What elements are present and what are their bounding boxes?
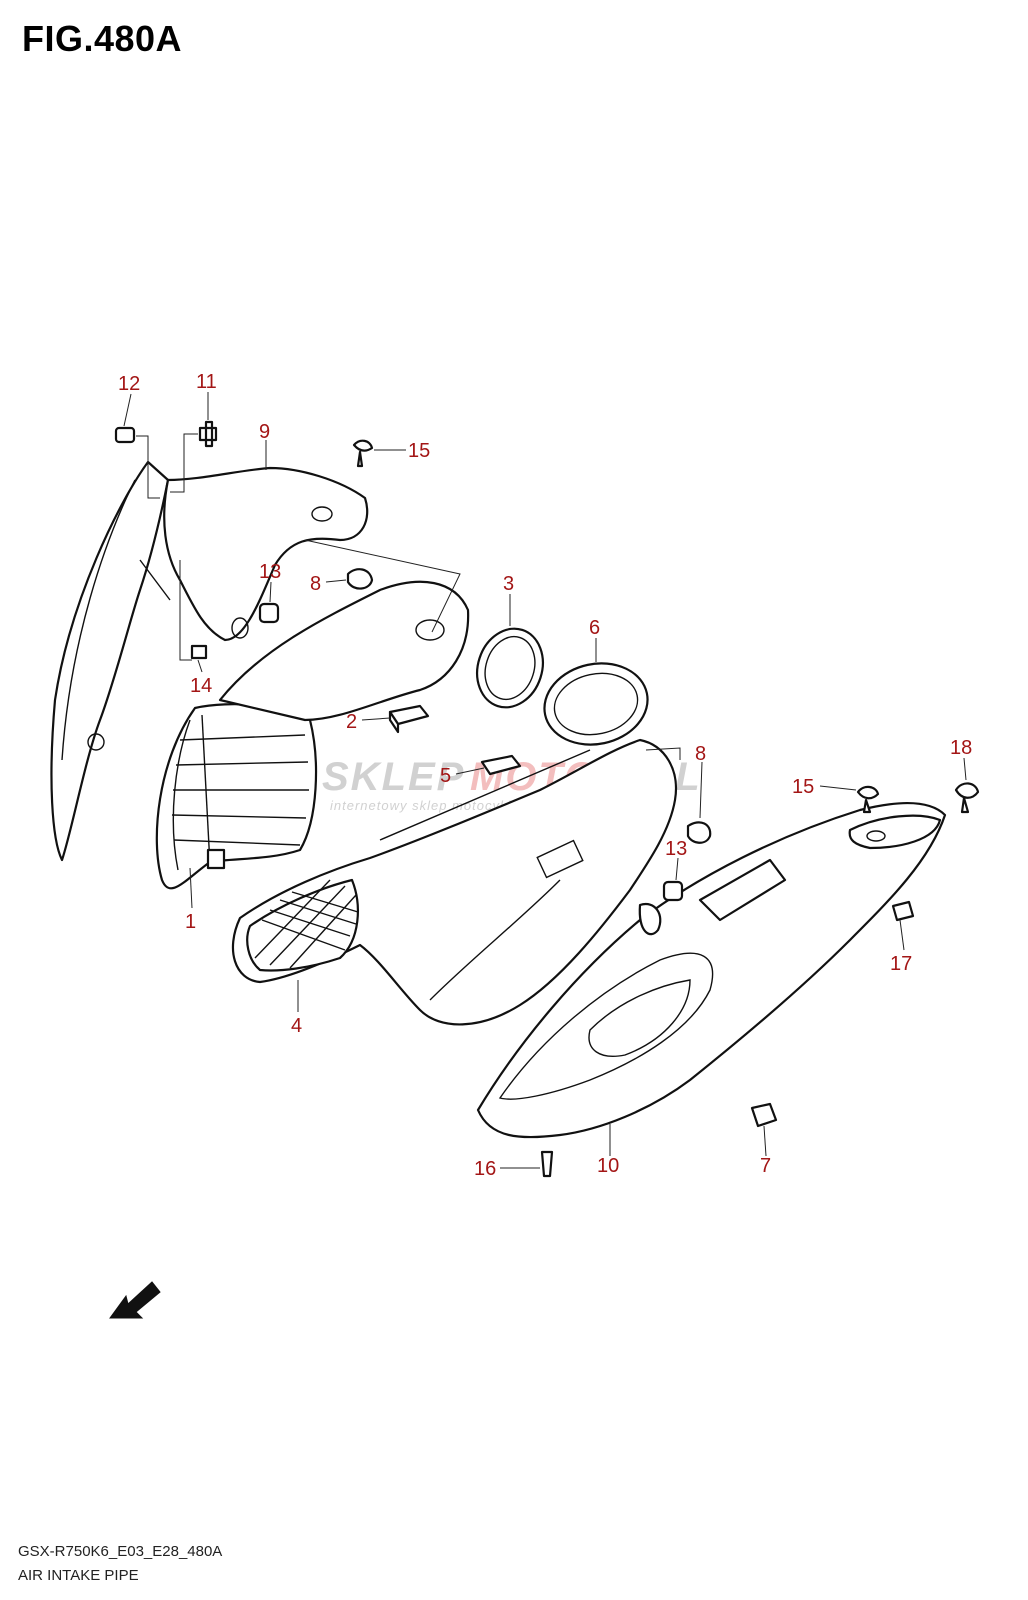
part-17-clip (891, 900, 915, 922)
callout-15-upper: 15 (408, 440, 430, 462)
part-10-side-cover (476, 802, 947, 1139)
callout-17: 17 (890, 953, 912, 975)
figure-title: FIG.480A (22, 18, 183, 59)
part-3-ring-seal (476, 627, 544, 709)
part-15-screw-lower (856, 785, 880, 814)
callout-13-upper: 13 (259, 561, 281, 583)
part-12-grommet (114, 426, 136, 444)
callout-1: 1 (185, 911, 196, 933)
callout-leaders (123, 392, 967, 1169)
part-13-cushion-lower (662, 880, 684, 902)
callout-3: 3 (503, 573, 514, 595)
fasteners (114, 420, 980, 1178)
callout-18: 18 (950, 737, 972, 759)
callout-16: 16 (474, 1158, 496, 1180)
watermark-brand-1: SKLEP (322, 755, 465, 799)
direction-arrow-icon (109, 1281, 161, 1319)
part-5-pad (480, 754, 522, 776)
callout-labels: 12 11 9 15 13 8 3 6 14 2 5 8 18 15 1 13 … (118, 371, 972, 1180)
callout-12: 12 (118, 373, 140, 395)
callout-13-lower: 13 (665, 838, 687, 860)
callout-6: 6 (589, 617, 600, 639)
callout-11: 11 (196, 371, 217, 393)
callout-7: 7 (760, 1155, 771, 1177)
part-9-air-duct-upper (50, 460, 369, 862)
reference-lines (136, 433, 681, 760)
watermark-tagline: internetowy sklep motocyklowy (330, 798, 538, 813)
part-16-screw (540, 1150, 554, 1178)
callout-8-lower: 8 (695, 743, 706, 765)
part-15-screw-upper (352, 439, 374, 468)
part-4-lower-duct (218, 580, 678, 1026)
callout-10: 10 (597, 1155, 619, 1177)
callout-14: 14 (190, 675, 212, 697)
figure-caption: AIR INTAKE PIPE (18, 1567, 139, 1584)
part-8-grommet-lower (686, 821, 712, 844)
part-6-oval-seal (543, 662, 649, 746)
callout-4: 4 (291, 1015, 302, 1037)
part-11-bolt (198, 420, 218, 448)
part-8-grommet-upper (346, 568, 374, 590)
callout-9: 9 (259, 421, 270, 443)
callout-5: 5 (440, 765, 451, 787)
part-14-nut (190, 644, 208, 660)
part-13-cushion-upper (258, 602, 280, 624)
part-7-clip (750, 1102, 778, 1128)
part-18-bolt (954, 782, 980, 814)
part-1-intake-grille (155, 703, 318, 890)
callout-15-lower: 15 (792, 776, 814, 798)
model-code: GSX-R750K6_E03_E28_480A (18, 1543, 223, 1560)
callout-8-upper: 8 (310, 573, 321, 595)
part-2-pad (388, 704, 430, 734)
callout-2: 2 (346, 711, 357, 733)
